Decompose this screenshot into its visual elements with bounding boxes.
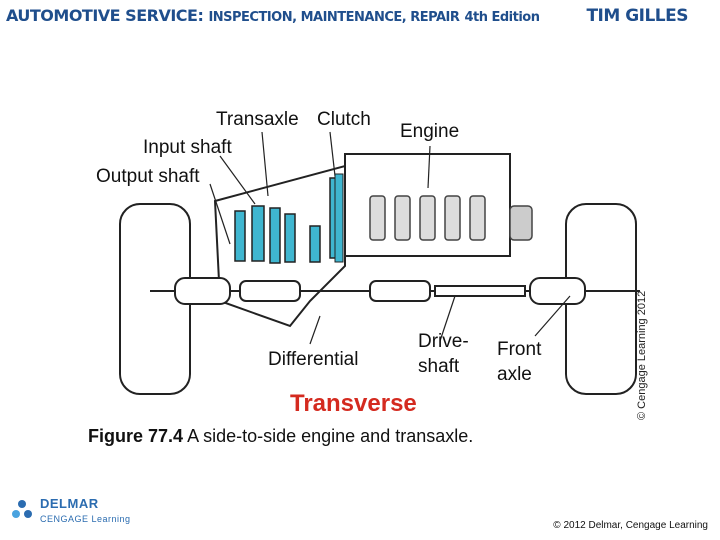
diagram-heading: Transverse <box>290 390 417 417</box>
figure-caption-text: A side-to-side engine and transaxle. <box>187 426 474 446</box>
label-axle: axle <box>497 364 532 385</box>
slide-header: AUTOMOTIVE SERVICE: INSPECTION, MAINTENA… <box>0 0 720 36</box>
logo-mark-icon <box>12 500 32 518</box>
logo-text-cengage: CENGAGE Learning <box>40 514 131 524</box>
label-arrows <box>209 131 571 345</box>
label-differential: Differential <box>268 349 359 370</box>
label-engine: Engine <box>400 121 460 142</box>
label-shaft: shaft <box>418 356 460 377</box>
figure-number: Figure 77.4 <box>88 426 184 446</box>
book-title: AUTOMOTIVE SERVICE: INSPECTION, MAINTENA… <box>6 6 540 25</box>
figure-caption: Figure 77.4 A side-to-side engine and tr… <box>88 426 473 447</box>
label-transaxle: Transaxle <box>216 109 299 130</box>
book-title-sub: INSPECTION, MAINTENANCE, REPAIR <box>208 10 460 25</box>
book-edition: 4th Edition <box>464 10 540 25</box>
logo-text-delmar: DELMAR <box>40 496 99 511</box>
footer-copyright: © 2012 Delmar, Cengage Learning <box>553 520 708 531</box>
clutch-disc <box>334 173 344 263</box>
label-front: Front <box>497 339 542 360</box>
author-name: TIM GILLES <box>586 6 688 26</box>
vertical-copyright: © Cengage Learning 2012 <box>636 290 648 420</box>
crankshaft <box>369 195 533 241</box>
label-clutch: Clutch <box>317 109 371 130</box>
label-output-shaft: Output shaft <box>96 166 200 187</box>
delmar-logo: DELMAR CENGAGE Learning <box>10 496 140 532</box>
axle-shafts <box>150 277 640 305</box>
label-drive: Drive- <box>418 331 469 352</box>
label-input-shaft: Input shaft <box>143 137 232 158</box>
transverse-drivetrain-diagram <box>119 131 640 395</box>
book-title-main: AUTOMOTIVE SERVICE: <box>6 6 204 25</box>
